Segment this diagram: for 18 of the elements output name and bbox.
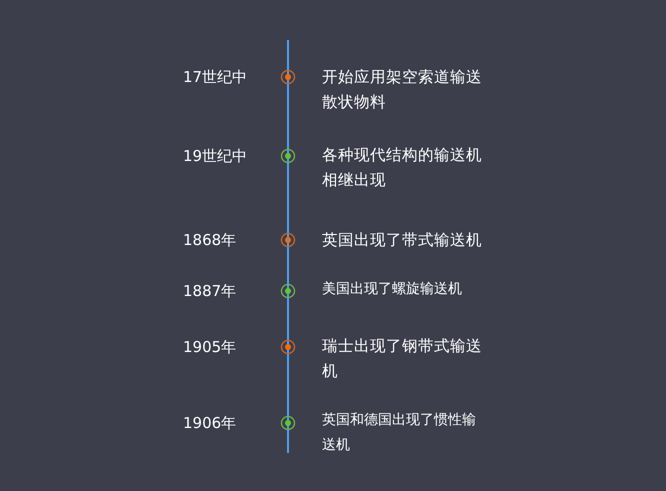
event-text: 各种现代结构的输送机相继出现 — [322, 145, 483, 191]
date-label: 1868年 — [183, 230, 236, 250]
event-text: 瑞士出现了钢带式输送机 — [322, 336, 483, 382]
date-label: 1906年 — [183, 413, 236, 433]
date-label: 17世纪中 — [183, 67, 248, 87]
timeline-marker — [280, 283, 296, 299]
date-label: 19世纪中 — [183, 146, 248, 166]
timeline-marker — [280, 232, 296, 248]
date-label: 1905年 — [183, 337, 236, 357]
event-text: 美国出现了螺旋输送机 — [322, 280, 463, 299]
date-label: 1887年 — [183, 281, 236, 301]
timeline-marker — [280, 415, 296, 431]
event-text: 英国出现了带式输送机 — [322, 230, 483, 251]
event-text: 开始应用架空索道输送散状物料 — [322, 67, 483, 113]
timeline-marker — [280, 148, 296, 164]
timeline-marker — [280, 339, 296, 355]
timeline-marker — [280, 69, 296, 85]
event-text: 英国和德国出现了惯性输送机 — [322, 411, 477, 455]
